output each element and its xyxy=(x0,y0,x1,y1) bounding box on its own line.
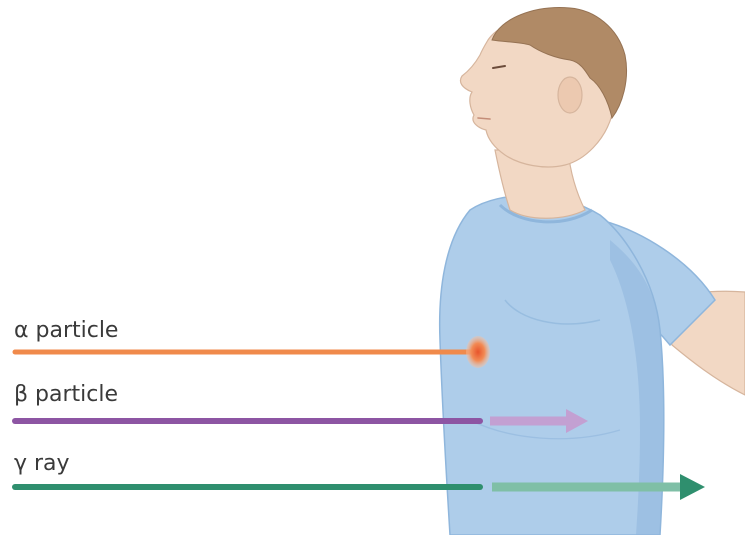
alpha-impact-mark xyxy=(466,336,490,368)
person-mouth xyxy=(478,118,490,119)
ray-alpha: α particle xyxy=(14,318,490,368)
beta-particle-label: β particle xyxy=(14,382,118,407)
gamma-ray-label: γ ray xyxy=(14,451,70,476)
alpha-particle-label: α particle xyxy=(14,318,118,343)
gamma-arrowhead xyxy=(680,474,705,500)
person-ear xyxy=(558,77,582,113)
person-illustration xyxy=(440,8,745,535)
